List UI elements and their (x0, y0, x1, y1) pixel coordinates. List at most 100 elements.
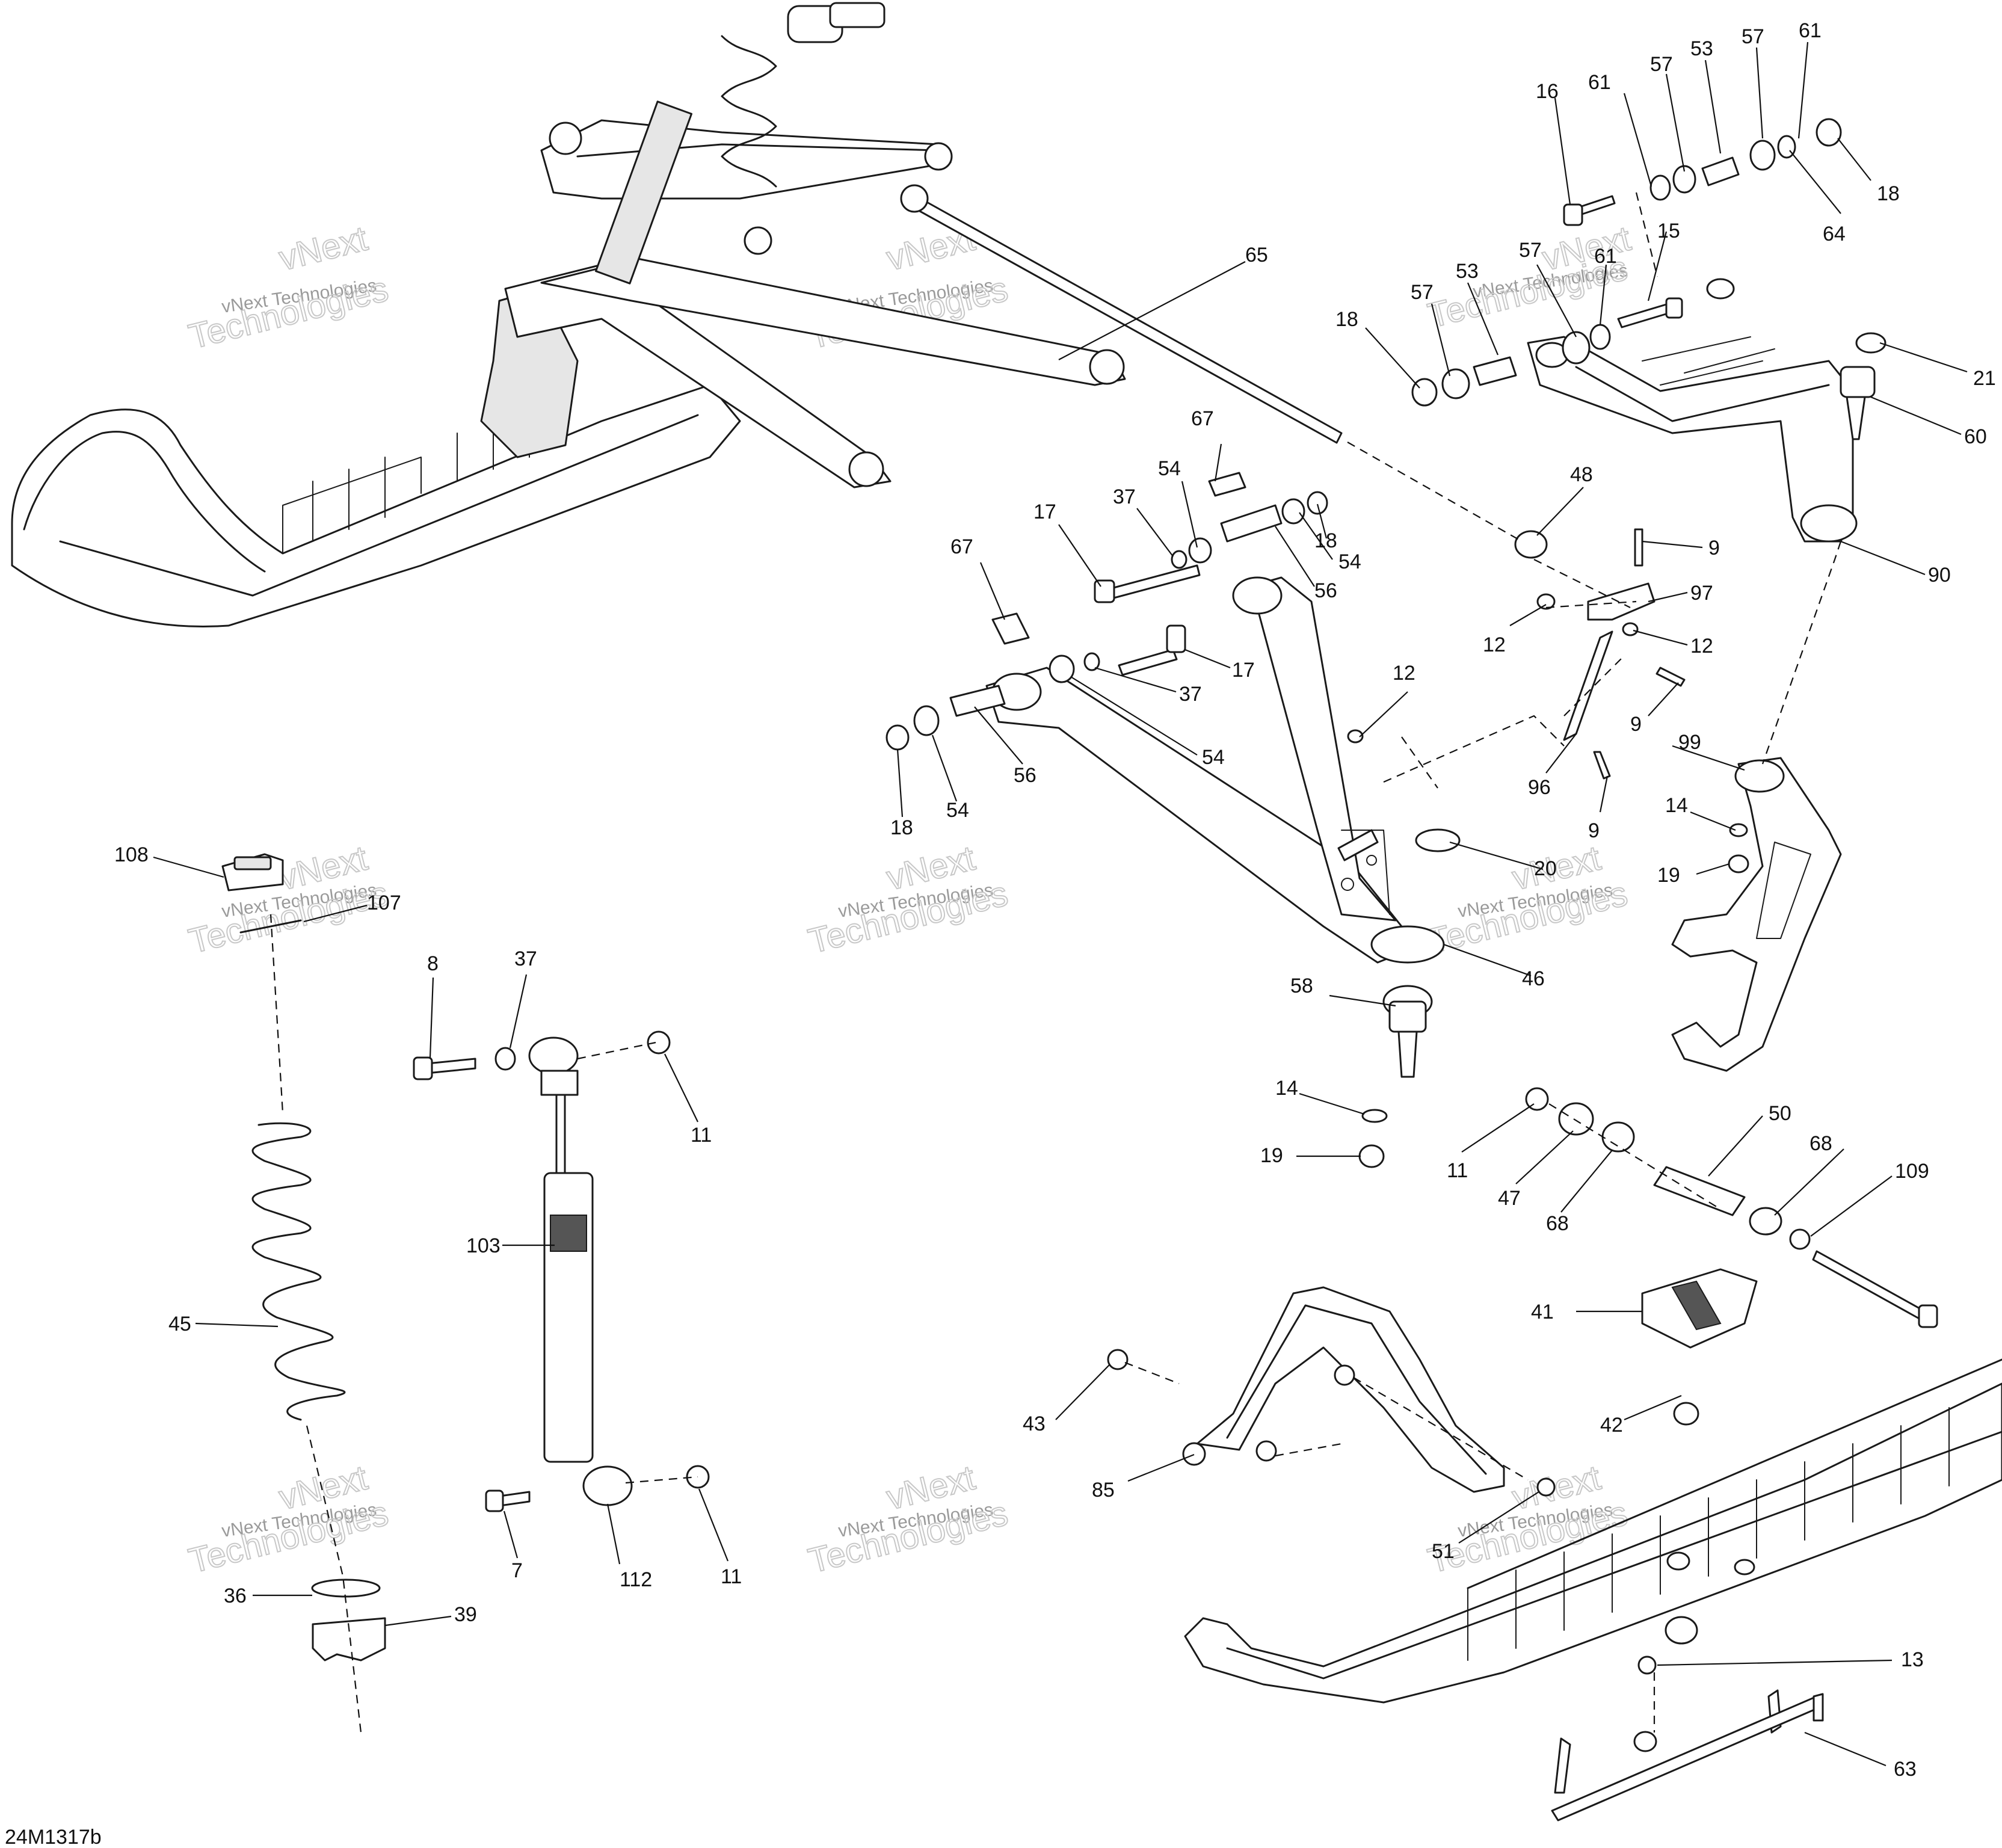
callout-57: 57 (1650, 53, 1673, 76)
callout-18: 18 (890, 816, 913, 839)
callout-19: 19 (1260, 1144, 1283, 1167)
callout-37: 37 (514, 947, 537, 970)
callout-9: 9 (1630, 713, 1642, 736)
callout-57: 57 (1519, 239, 1542, 262)
callout-63: 63 (1894, 1758, 1917, 1781)
ski-leg-hardware (1525, 1087, 1938, 1328)
callout-11: 11 (691, 1124, 712, 1147)
callout-67: 67 (950, 535, 973, 558)
callout-60: 60 (1964, 425, 1987, 448)
assembled-ski (11, 384, 741, 628)
callout-54: 54 (1338, 550, 1361, 573)
lower-arm-hardware-mid (886, 612, 1186, 751)
callout-56: 56 (1314, 579, 1337, 602)
callout-labels: 65 16 61 57 53 57 61 18 64 15 61 57 53 5… (114, 19, 1996, 1781)
ball-joint-upper (1840, 332, 1886, 440)
callout-47: 47 (1498, 1187, 1521, 1210)
callout-61: 61 (1799, 19, 1822, 42)
callout-12: 12 (1393, 662, 1415, 685)
callout-14: 14 (1665, 794, 1688, 817)
svg-text:vNext: vNext (275, 219, 371, 279)
bushing (1514, 530, 1548, 559)
callout-9: 9 (1708, 537, 1720, 559)
callout-57: 57 (1742, 25, 1764, 48)
watermark: vNext vNext Technologies Technologies (804, 1458, 1012, 1582)
assembled-ski-suspension (11, 2, 1343, 628)
watermark: vNext vNext Technologies Technologies (184, 218, 392, 357)
callout-61: 61 (1594, 245, 1617, 268)
callout-54: 54 (946, 799, 969, 822)
spring-and-retainers (221, 853, 386, 1662)
ski (1184, 1358, 2002, 1704)
callout-8: 8 (427, 952, 439, 975)
upper-arm-hardware-mid (1411, 297, 1683, 407)
callout-57: 57 (1411, 281, 1434, 304)
callout-20: 20 (1534, 857, 1557, 880)
upper-a-arm (1527, 278, 1858, 543)
callout-18: 18 (1877, 182, 1900, 205)
callout-68: 68 (1810, 1132, 1832, 1155)
assembled-steering-rod (913, 197, 1343, 444)
callout-12: 12 (1690, 635, 1713, 658)
callout-16: 16 (1536, 80, 1559, 103)
watermark: vNext vNext Technologies Technologies (804, 838, 1012, 962)
callout-67: 67 (1191, 407, 1214, 430)
callout-12: 12 (1483, 633, 1506, 656)
callout-85: 85 (1092, 1479, 1115, 1502)
callout-48: 48 (1570, 463, 1593, 486)
callout-90: 90 (1928, 564, 1951, 587)
callout-50: 50 (1769, 1102, 1791, 1125)
callout-65: 65 (1245, 244, 1268, 266)
callout-9: 9 (1588, 819, 1600, 842)
watermark: vNext vNext Technologies Technologies (184, 1458, 392, 1582)
assembled-shock (595, 2, 886, 285)
lower-arm-hardware-top (1094, 472, 1328, 603)
svg-text:Technologies: Technologies (185, 270, 392, 357)
callout-99: 99 (1678, 731, 1701, 754)
callout-97: 97 (1690, 582, 1713, 605)
callout-51: 51 (1432, 1540, 1455, 1563)
callout-37: 37 (1179, 683, 1202, 706)
callout-61: 61 (1588, 71, 1611, 94)
callout-36: 36 (224, 1585, 247, 1607)
callout-107: 107 (367, 892, 401, 914)
callout-42: 42 (1600, 1414, 1623, 1437)
callout-56: 56 (1014, 764, 1036, 787)
callout-68: 68 (1546, 1212, 1569, 1235)
callout-58: 58 (1290, 975, 1313, 997)
callout-64: 64 (1823, 223, 1846, 245)
callout-41: 41 (1531, 1301, 1554, 1323)
ski-pad (1641, 1268, 1758, 1349)
callout-109: 109 (1895, 1160, 1929, 1183)
callout-17: 17 (1232, 659, 1255, 682)
reference-code: 24M1317b (5, 1826, 102, 1848)
callout-13: 13 (1901, 1648, 1924, 1671)
coil-spring (251, 1122, 346, 1421)
callout-14: 14 (1275, 1077, 1298, 1100)
assembly-lines (270, 192, 1842, 1733)
assembled-upper-a-arm (540, 119, 952, 200)
callout-46: 46 (1522, 967, 1545, 990)
callout-96: 96 (1528, 776, 1551, 799)
watermark: vNext vNext Technologies Technologies (184, 838, 392, 962)
callout-21: 21 (1973, 367, 1996, 390)
lower-a-arm (985, 576, 1445, 964)
watermark: vNext vNext Technologies Technologies (1423, 838, 1631, 962)
ski-loop (1107, 1286, 1556, 1497)
callout-53: 53 (1690, 37, 1713, 60)
callout-53: 53 (1456, 260, 1479, 283)
shock-absorber (413, 1030, 710, 1512)
callout-108: 108 (114, 843, 149, 866)
callout-43: 43 (1023, 1412, 1046, 1435)
callout-37: 37 (1113, 485, 1136, 508)
callout-11: 11 (1447, 1159, 1468, 1182)
callout-112: 112 (620, 1568, 652, 1591)
callout-18: 18 (1314, 529, 1337, 552)
callout-45: 45 (168, 1313, 191, 1335)
callout-19: 19 (1657, 864, 1680, 887)
callout-7: 7 (511, 1559, 523, 1582)
steering-arm-assembly (1337, 528, 1686, 861)
spindle (1671, 757, 1842, 1072)
callout-54: 54 (1202, 746, 1225, 769)
